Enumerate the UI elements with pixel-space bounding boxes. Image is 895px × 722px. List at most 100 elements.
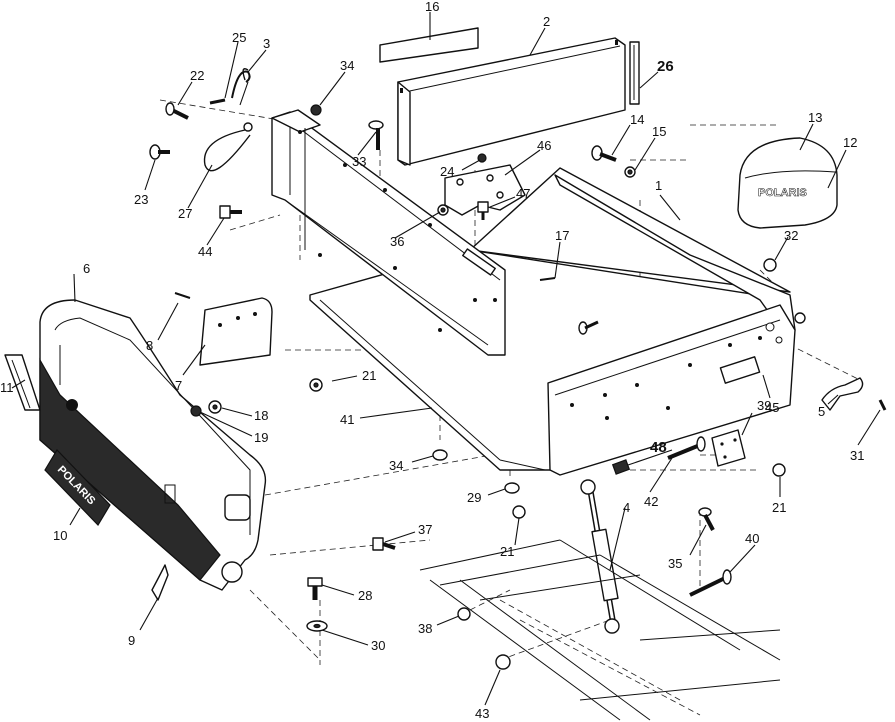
washer-18 — [208, 400, 222, 414]
callout-37: 37 — [418, 522, 432, 537]
callout-19: 19 — [254, 430, 268, 445]
nut-29 — [504, 482, 520, 494]
washer-36 — [437, 204, 449, 216]
callout-11: 11 — [0, 380, 14, 395]
nut-21-middle — [512, 505, 526, 519]
callout-45: 45 — [765, 400, 779, 415]
callout-34-lower: 34 — [389, 458, 403, 473]
callout-labels: 1 2 3 4 5 6 7 8 9 10 11 12 13 14 15 16 1… — [0, 0, 864, 721]
washer-45 — [794, 312, 806, 324]
rivet-23 — [149, 144, 170, 160]
spring-48 — [611, 459, 631, 475]
callout-10: 10 — [53, 528, 67, 543]
pin-8 — [174, 292, 191, 299]
washer-15 — [624, 166, 636, 178]
bolt-28 — [307, 577, 323, 600]
callout-24: 24 — [440, 164, 454, 179]
callout-40: 40 — [745, 531, 759, 546]
bulkhead-panel — [397, 37, 626, 166]
leader-lines — [11, 12, 881, 706]
callout-33: 33 — [352, 154, 366, 169]
nut-32 — [763, 258, 777, 272]
callout-26: 26 — [657, 58, 674, 75]
callout-39: 39 — [757, 398, 771, 413]
callout-42: 42 — [644, 494, 658, 509]
decal — [379, 27, 479, 63]
gas-spring — [580, 479, 620, 634]
nut-43 — [495, 654, 511, 670]
screw-22 — [165, 102, 189, 120]
callout-22: 22 — [190, 68, 204, 83]
bolt-33 — [368, 120, 384, 150]
callout-6: 6 — [83, 261, 90, 276]
callout-34-top: 34 — [340, 58, 354, 73]
callout-21-upper: 21 — [362, 368, 376, 383]
screw-31 — [878, 399, 887, 411]
callout-8: 8 — [146, 338, 153, 353]
bolt-42 — [667, 436, 706, 460]
nut-21-right — [772, 463, 786, 477]
callout-15: 15 — [652, 124, 666, 139]
callout-29: 29 — [467, 490, 481, 505]
callout-17: 17 — [555, 228, 569, 243]
callout-44: 44 — [198, 244, 212, 259]
bolt-35 — [698, 507, 715, 531]
left-rail — [271, 109, 506, 356]
bolt-40 — [689, 569, 732, 597]
bolt-37 — [372, 537, 396, 551]
nut-38 — [457, 607, 471, 621]
callout-5: 5 — [818, 404, 825, 419]
callout-1: 1 — [655, 178, 662, 193]
callout-38: 38 — [418, 621, 432, 636]
latch — [821, 377, 864, 411]
callout-23: 23 — [134, 192, 148, 207]
nut-34-lower — [432, 449, 448, 461]
callout-14: 14 — [630, 112, 644, 127]
washer-30 — [306, 620, 328, 632]
bracket-strip — [629, 41, 640, 105]
callout-31: 31 — [850, 448, 864, 463]
callout-28: 28 — [358, 588, 372, 603]
callout-43: 43 — [475, 706, 489, 721]
callout-3: 3 — [263, 36, 270, 51]
callout-48: 48 — [650, 439, 667, 456]
trim-strip — [4, 354, 41, 411]
pin-25 — [209, 98, 226, 105]
assembly-guide-lines — [159, 99, 861, 665]
callout-32: 32 — [784, 228, 798, 243]
callout-21-middle: 21 — [500, 544, 514, 559]
callout-9: 9 — [128, 633, 135, 648]
callout-13: 13 — [808, 110, 822, 125]
lanyard-cable — [203, 68, 253, 172]
fasteners — [149, 70, 887, 670]
callout-16: 16 — [425, 0, 439, 14]
pin-17 — [539, 277, 556, 281]
callout-12: 12 — [843, 135, 857, 150]
backrest-logo: POLARIS — [758, 187, 807, 199]
side-cover — [39, 299, 267, 591]
seat-backrest: POLARIS — [737, 137, 838, 229]
callout-2: 2 — [543, 14, 550, 29]
bolt-47 — [477, 201, 489, 220]
nut-19 — [190, 405, 202, 417]
nut-21-upper — [309, 378, 323, 392]
nut-34-top — [310, 104, 322, 116]
callout-7: 7 — [175, 378, 182, 393]
vehicle-frame-below — [419, 539, 781, 721]
callout-4: 4 — [623, 500, 630, 515]
callout-21-right: 21 — [772, 500, 786, 515]
callout-18: 18 — [254, 408, 268, 423]
bolt-14 — [591, 145, 617, 162]
mounting-plate — [199, 297, 273, 366]
callout-47: 47 — [516, 186, 530, 201]
pull-handle-9 — [151, 564, 169, 601]
callout-25: 25 — [232, 30, 246, 45]
callout-36: 36 — [390, 234, 404, 249]
callout-46: 46 — [537, 138, 551, 153]
callout-30: 30 — [371, 638, 385, 653]
screw-misc — [578, 320, 599, 335]
callout-35: 35 — [668, 556, 682, 571]
callout-27: 27 — [178, 206, 192, 221]
callout-41: 41 — [340, 412, 354, 427]
